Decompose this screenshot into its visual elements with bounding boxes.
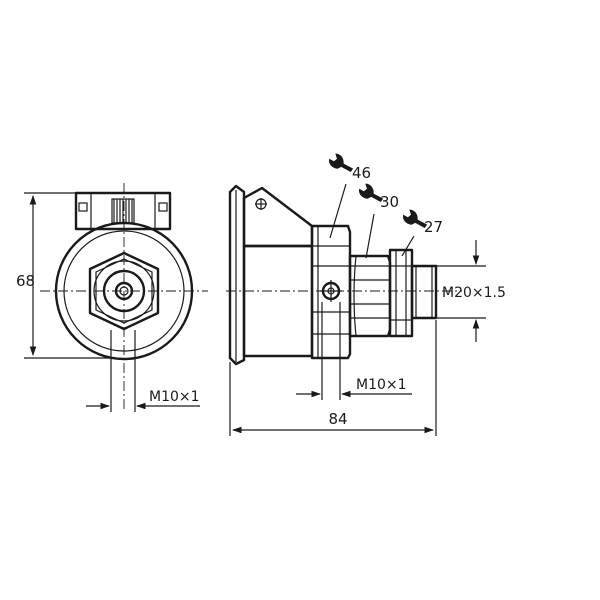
front-hex-nut: [88, 251, 160, 331]
wrench-27-label: 27: [424, 218, 443, 236]
front-thread-label: M10×1: [149, 389, 200, 405]
side-nut-27: [388, 248, 414, 338]
side-hex-46: [310, 224, 352, 360]
front-dimension-68: 68: [16, 192, 110, 359]
outlet-thread-label: M20×1.5: [442, 285, 506, 301]
callout-30: 30: [356, 181, 399, 259]
callout-46: 46: [326, 151, 371, 239]
side-view: M10×1 84 M20×1.5 46 30: [226, 151, 506, 436]
front-dimension-thread: M10×1: [86, 330, 200, 412]
callout-27: 27: [400, 207, 443, 257]
side-dimension-thread: M10×1: [296, 302, 412, 400]
front-view: 68 M10×1: [16, 183, 208, 412]
side-hex-30: [348, 254, 392, 338]
dimension-84-label: 84: [328, 410, 347, 428]
wrench-46-label: 46: [352, 164, 371, 182]
side-dimension-84: 84: [229, 320, 437, 436]
side-flange: [228, 184, 246, 366]
wrench-icon: [326, 151, 354, 180]
side-top-wedge: [242, 186, 314, 248]
dimension-68-label: 68: [16, 272, 35, 290]
side-outlet-thread: [410, 264, 438, 320]
side-dimension-outlet: M20×1.5: [436, 240, 506, 342]
wrench-30-label: 30: [380, 193, 399, 211]
side-main-body: [242, 244, 314, 358]
side-thread-label: M10×1: [356, 377, 407, 393]
